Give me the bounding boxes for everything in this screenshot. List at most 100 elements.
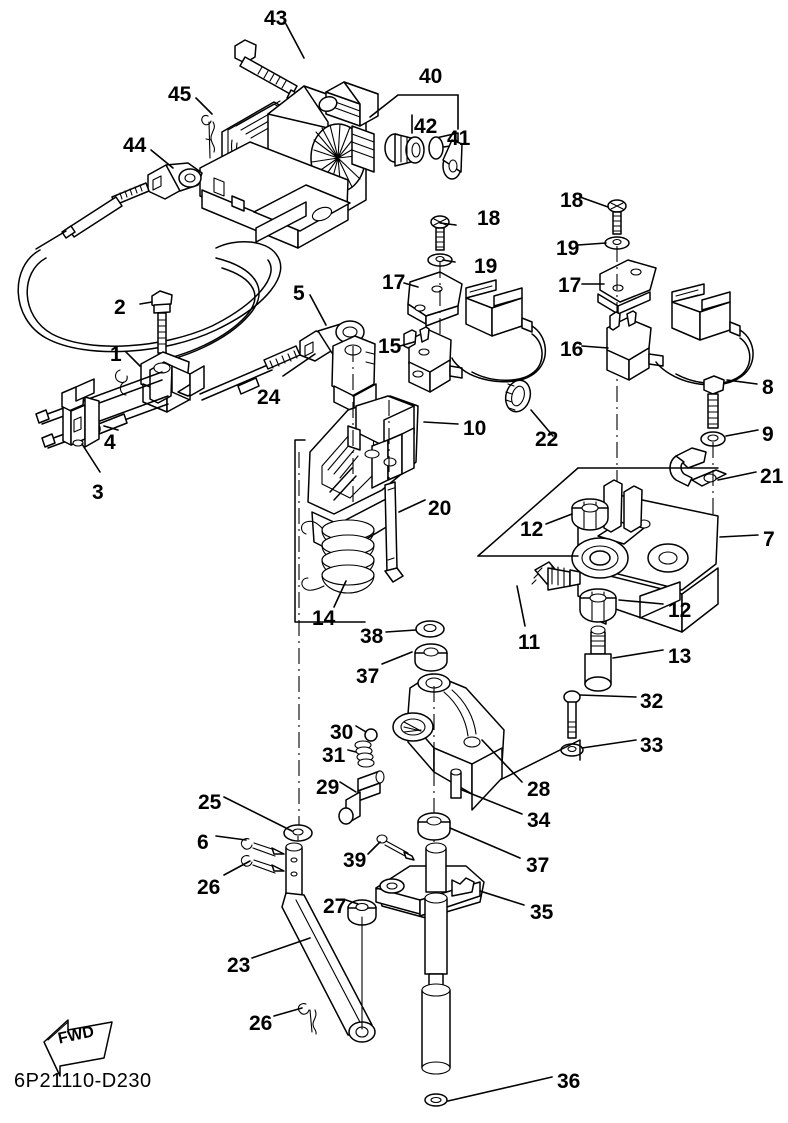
bolt-8 [703, 375, 725, 429]
callout-rod-shift-link: 23 [227, 954, 251, 977]
washer-25 [283, 824, 313, 842]
switch-16 [606, 310, 664, 381]
cable-bracket-1 [114, 351, 205, 413]
bushing-37-upper [414, 643, 448, 672]
motor-mount-foot [199, 141, 351, 249]
callout-plunger-detent: 29 [316, 776, 340, 799]
shift-lever-group [294, 346, 419, 832]
callout-bolt-hex-small: 32 [640, 690, 664, 713]
bushing-42 [384, 133, 425, 167]
callout-bushing-lower-arm: 37 [526, 854, 550, 877]
callout-clip-cable: 1 [110, 343, 122, 366]
callout-washer-wave: 38 [360, 625, 384, 648]
callout-pin-cotter: 39 [343, 849, 367, 872]
callout-bushing-cable-holder: 24 [257, 386, 281, 409]
washer-38 [415, 620, 445, 638]
washer-19-right [604, 236, 630, 250]
callout-switch-neutral-right: 16 [560, 338, 584, 361]
lower-linkage-group [240, 824, 485, 1107]
clip-6 [240, 838, 285, 857]
callout-bracket-group: 40 [419, 65, 443, 88]
bolt-13 [584, 625, 612, 692]
bolt-2 [151, 290, 173, 354]
callout-screw-pan-head-left: 18 [477, 207, 501, 230]
spring-31 [354, 740, 375, 768]
callout-washer-rod: 25 [198, 791, 222, 814]
callout-bushing: 42 [414, 115, 438, 138]
shift-rod-36 [421, 842, 451, 1107]
callout-lever-shift-lower: 35 [530, 901, 554, 924]
leader-lines [81, 23, 759, 1102]
connector-left [465, 279, 533, 337]
clip-26-upper [240, 855, 285, 874]
pin-34 [450, 768, 462, 799]
callout-bushing-rod-lower: 27 [323, 895, 347, 918]
callout-bushing-upper-arm: 37 [356, 665, 380, 688]
callout-nut-ring: 22 [535, 428, 559, 451]
callout-bolt-flange: 2 [114, 296, 126, 319]
callout-spring-compression: 14 [312, 607, 336, 630]
bushing-37-lower [417, 812, 451, 841]
pin-41 [428, 132, 463, 180]
washer-9 [700, 431, 726, 447]
callout-bolt-hex: 8 [762, 376, 774, 399]
end-fitting-3 [61, 378, 100, 448]
arm-28 [392, 673, 505, 886]
callout-cable-end-joint: 44 [123, 134, 147, 157]
callout-bolt-shoulder: 13 [668, 645, 692, 668]
cable-joint-44 [147, 162, 203, 200]
spring-14 [300, 519, 375, 594]
callout-rod-link: 20 [428, 497, 452, 520]
callout-ball-detent: 30 [330, 721, 354, 744]
callout-pin-cable: 4 [104, 431, 116, 454]
connector-right [671, 283, 741, 341]
grease-nipple-11 [531, 561, 581, 591]
callout-washer-plain: 9 [762, 423, 774, 446]
nut-22 [504, 379, 532, 413]
callout-lever-shift: 10 [463, 417, 487, 440]
bushing-24 [331, 335, 377, 413]
link-rod-20 [384, 481, 404, 583]
callout-clamp-wire: 21 [760, 465, 784, 488]
screw-18-right [607, 199, 627, 235]
motor-assembly-group [199, 39, 463, 249]
screw-18-left [430, 215, 450, 251]
callout-clip-e-mid: 26 [197, 876, 221, 899]
right-bracket-group [477, 375, 727, 781]
switch-group-left [403, 215, 546, 393]
callout-cotter-pin: 45 [168, 83, 192, 106]
switch-group-right [597, 199, 754, 496]
cable-assembly-group [17, 162, 377, 449]
shift-arm-group [338, 620, 505, 886]
callout-bushing-lower: 12 [668, 599, 692, 622]
bushing-12-lower [579, 588, 617, 623]
plunger-29 [338, 770, 385, 825]
callout-washer-lock-left: 19 [474, 255, 498, 278]
callout-oring: 36 [557, 1070, 581, 1093]
callout-switch-neutral-left: 15 [378, 335, 402, 358]
cotter-39 [376, 834, 415, 861]
bolt-43 [234, 39, 301, 104]
callout-end-fitting-cable: 3 [92, 481, 104, 504]
shift-rod-23 [281, 842, 376, 1043]
bushing-12-upper [571, 498, 609, 531]
callout-washer-small: 33 [640, 734, 664, 757]
callout-spring-detent: 31 [322, 744, 346, 767]
callout-arm-shift: 28 [527, 778, 551, 801]
callout-pin-dowel: 34 [527, 809, 551, 832]
detent-30 [364, 728, 378, 742]
callout-bracket-shift: 7 [763, 528, 775, 551]
callout-screw-pan-head-right: 18 [560, 189, 584, 212]
ptt-motor-housing [221, 81, 379, 223]
callout-lever-joint: 5 [293, 282, 305, 305]
callout-clip-e-lower: 26 [249, 1012, 273, 1035]
plate-17-left [407, 262, 463, 342]
cotter-pin-45 [201, 115, 215, 159]
callout-washer-lock-right: 19 [556, 237, 580, 260]
callout-clip-e-upper: 6 [197, 831, 209, 854]
callout-plate-switch-right: 17 [558, 274, 582, 297]
callout-pin-shoulder: 41 [447, 127, 471, 150]
callout-grease-nipple: 11 [518, 631, 541, 654]
